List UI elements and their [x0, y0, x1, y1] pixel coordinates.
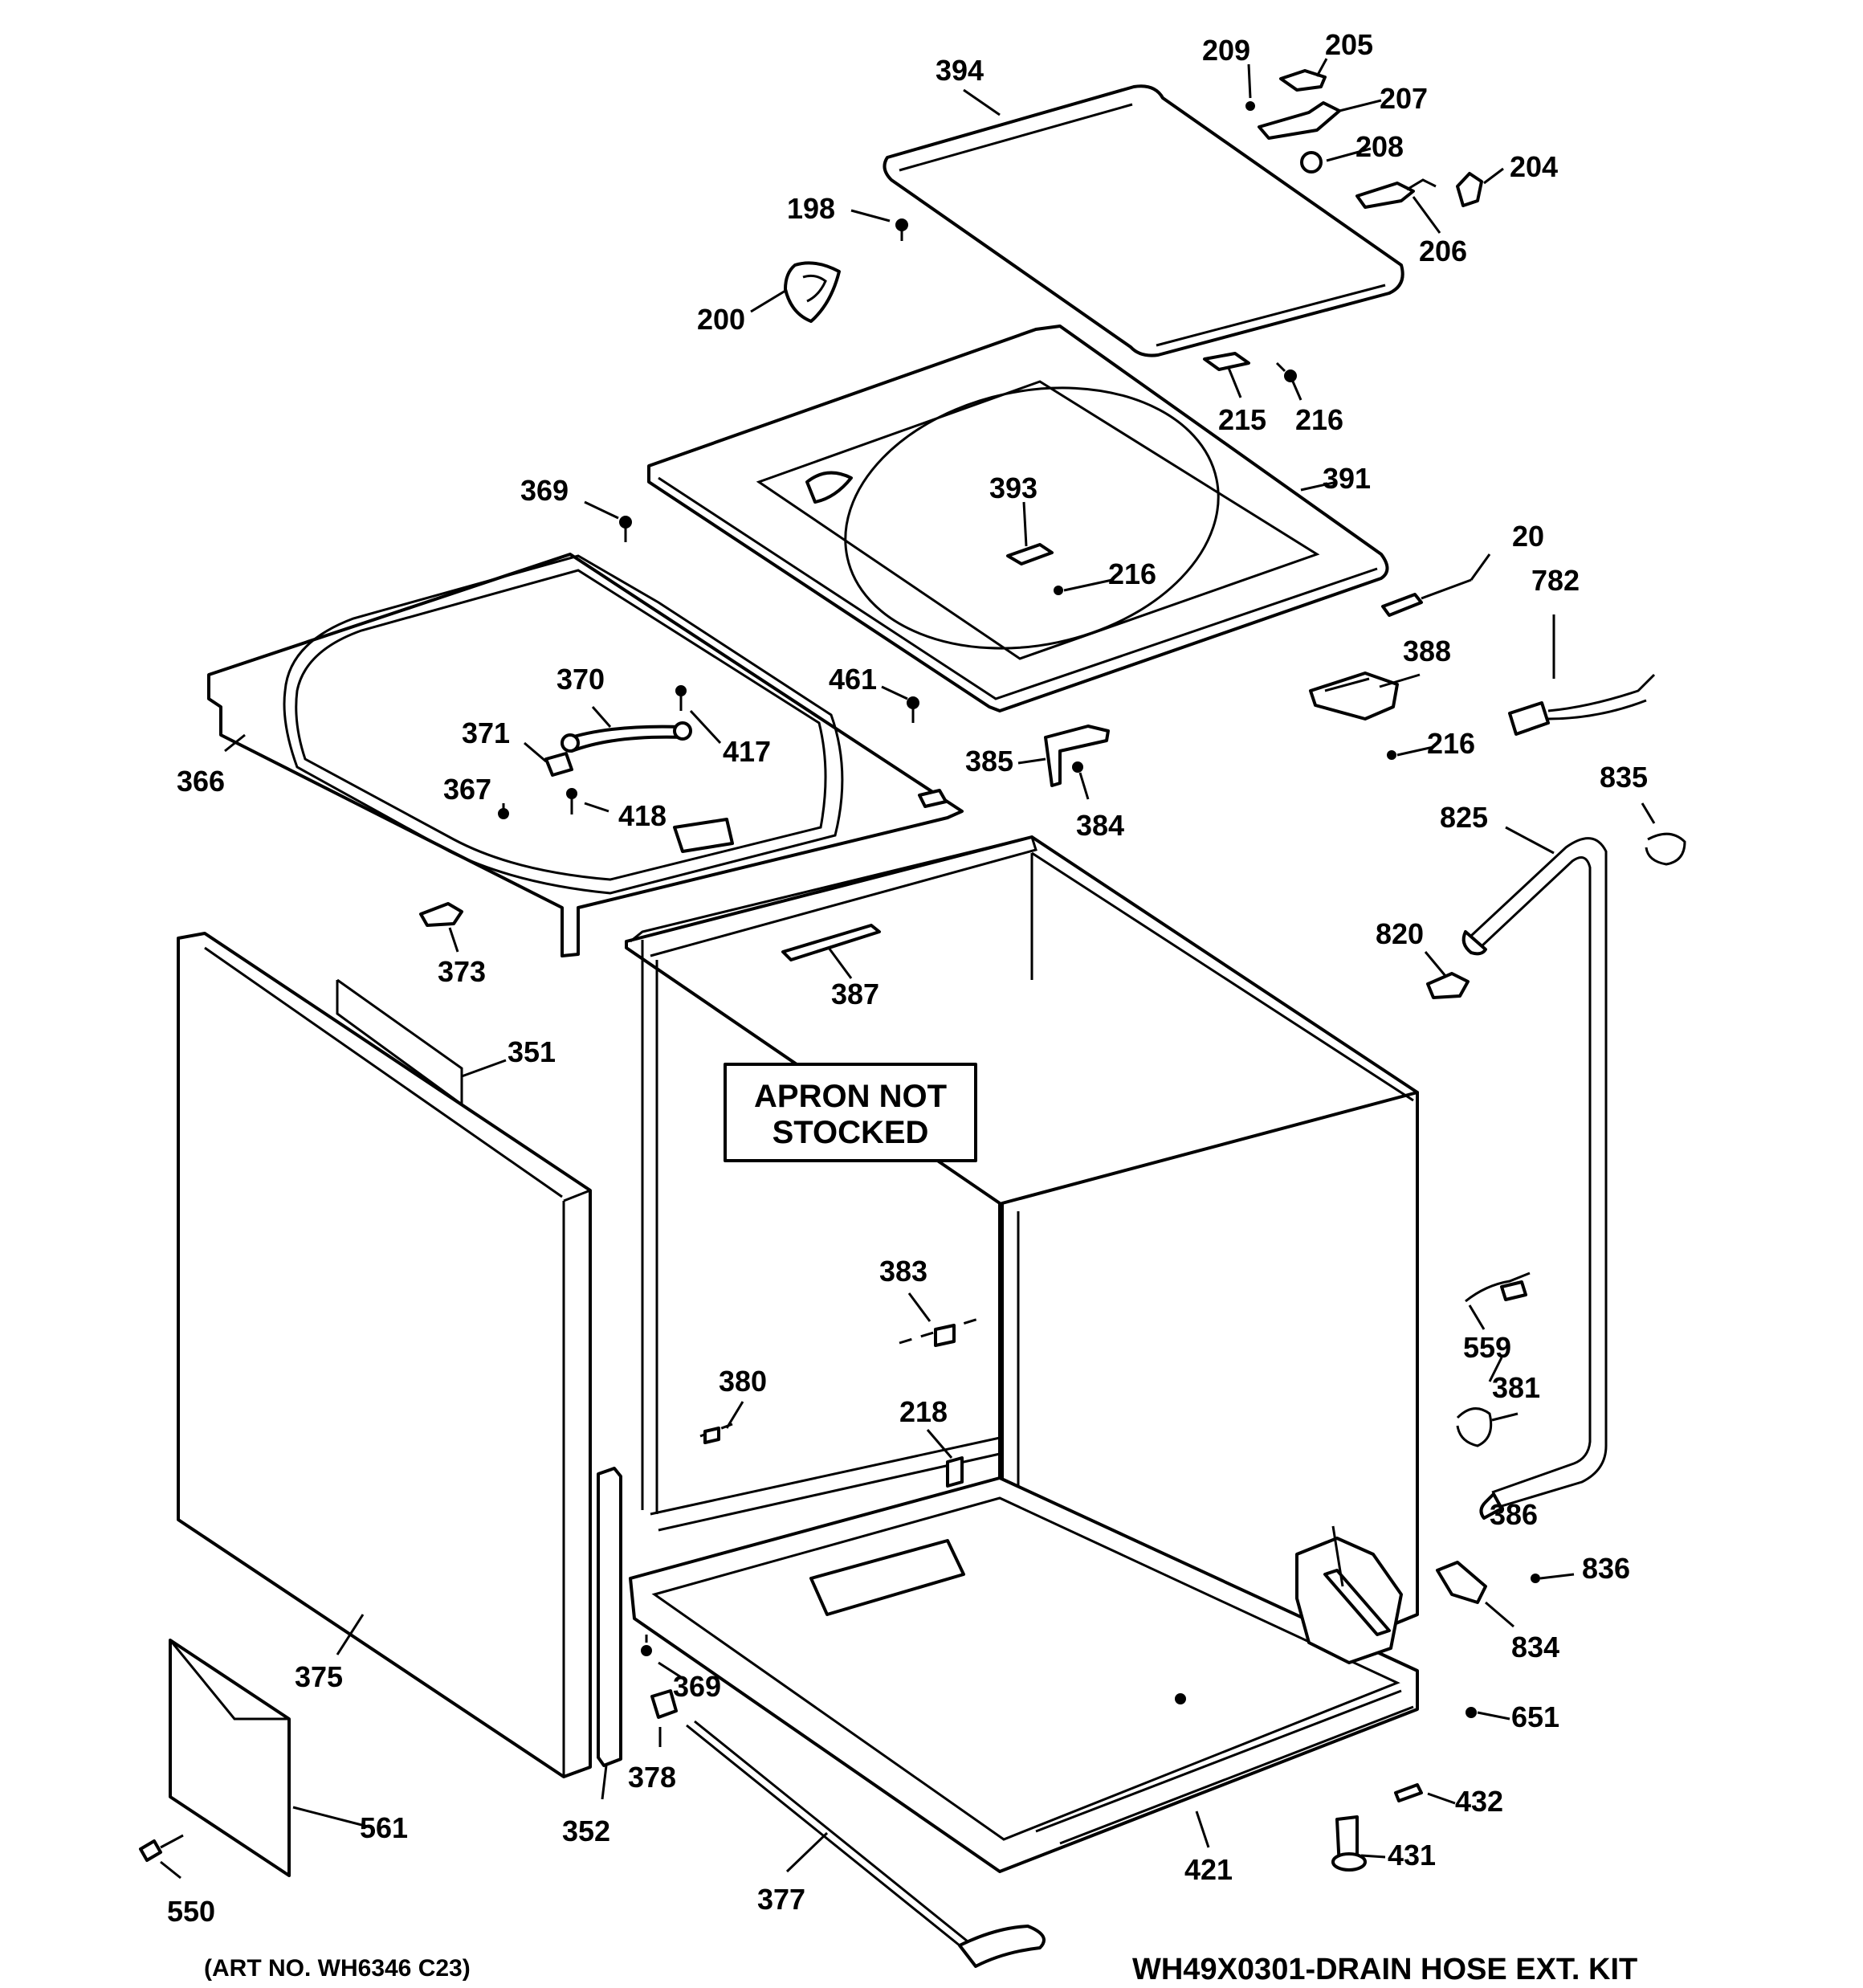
cabinet — [625, 835, 1419, 1873]
callout-label: 198 — [787, 192, 835, 225]
clip-373 — [419, 902, 463, 927]
callout-label: 206 — [1419, 235, 1467, 267]
callout-label: 377 — [757, 1883, 805, 1916]
callout-label: 375 — [295, 1660, 343, 1693]
top-right-electrical — [1309, 578, 1656, 760]
apron-note-line-2: STOCKED — [773, 1115, 929, 1150]
callout-label: 387 — [831, 978, 879, 1010]
callout-label: 371 — [462, 716, 510, 749]
callout-label: 204 — [1510, 150, 1558, 183]
callout-label: 373 — [438, 955, 486, 988]
kit-note: WH49X0301-DRAIN HOSE EXT. KIT — [1132, 1953, 1637, 1986]
callout-label: 218 — [899, 1395, 948, 1428]
strip-352 — [597, 1467, 622, 1767]
base-right-parts — [1331, 1707, 1477, 1872]
callout-label: 417 — [723, 735, 771, 768]
callout-label: 369 — [673, 1670, 721, 1703]
top-cover-391 — [647, 325, 1389, 712]
callout-label: 385 — [965, 745, 1013, 778]
callout-label: 825 — [1440, 801, 1488, 834]
callout-label: 200 — [697, 303, 745, 336]
callout-label: 386 — [1490, 1498, 1538, 1531]
callout-label: 380 — [719, 1365, 767, 1398]
callout-label: 820 — [1376, 917, 1424, 950]
screw-550 — [139, 1834, 184, 1862]
callout-label: 388 — [1403, 635, 1451, 667]
lid-bumper-215 — [1203, 352, 1297, 382]
leader-lines — [160, 58, 1656, 1880]
side-panel-375 — [177, 932, 592, 1778]
small-parts-top-left — [784, 218, 908, 323]
drain-hose — [1426, 832, 1686, 1604]
callout-label: 393 — [989, 471, 1037, 504]
callout-label: 351 — [508, 1035, 556, 1068]
callout-label: 394 — [936, 54, 984, 87]
callout-label: 216 — [1427, 727, 1475, 760]
callout-label: 835 — [1600, 761, 1648, 794]
callout-label: 836 — [1582, 1552, 1630, 1585]
lid-394 — [883, 84, 1404, 357]
callout-label: 461 — [829, 663, 877, 696]
frame-fasteners — [498, 516, 919, 819]
callout-label: 367 — [443, 773, 491, 806]
callout-label: 208 — [1355, 130, 1404, 163]
callout-label: 366 — [177, 765, 225, 798]
callout-label: 216 — [1295, 403, 1343, 436]
bracket-385 — [1044, 725, 1110, 787]
callout-label: 383 — [879, 1255, 927, 1288]
callout-label: 432 — [1455, 1785, 1503, 1818]
callout-label: 782 — [1531, 564, 1580, 597]
callout-label: 381 — [1492, 1371, 1540, 1404]
callout-label: 384 — [1076, 809, 1124, 842]
apron-note: APRON NOT STOCKED — [754, 1079, 947, 1150]
callout-label: 216 — [1108, 557, 1156, 590]
callout-label: 378 — [628, 1761, 676, 1794]
callout-label: 370 — [556, 663, 605, 696]
callout-label: 391 — [1323, 462, 1371, 495]
callout-label: 215 — [1218, 403, 1266, 436]
apron-note-line-1: APRON NOT — [754, 1079, 947, 1114]
envelope-561 — [169, 1639, 291, 1877]
callout-label: 369 — [520, 474, 569, 507]
mounting-frame-366 — [207, 553, 964, 957]
callout-label: 421 — [1184, 1853, 1233, 1886]
callout-label: 418 — [618, 799, 667, 832]
callout-label: 651 — [1511, 1700, 1559, 1733]
callout-label: 559 — [1463, 1331, 1511, 1364]
callout-label: 561 — [360, 1811, 408, 1844]
callout-label: 352 — [562, 1815, 610, 1847]
callout-label: 207 — [1380, 82, 1428, 115]
callout-label: 431 — [1388, 1839, 1436, 1872]
art-number: (ART NO. WH6346 C23) — [204, 1955, 471, 1982]
hinge-parts — [1245, 69, 1483, 209]
callout-label: 205 — [1325, 28, 1373, 61]
leveling-parts — [641, 1635, 1046, 1968]
callout-label: 209 — [1202, 34, 1250, 67]
callout-label: 20 — [1512, 520, 1544, 553]
callout-label: 834 — [1511, 1631, 1559, 1663]
callout-label: 550 — [167, 1895, 215, 1928]
